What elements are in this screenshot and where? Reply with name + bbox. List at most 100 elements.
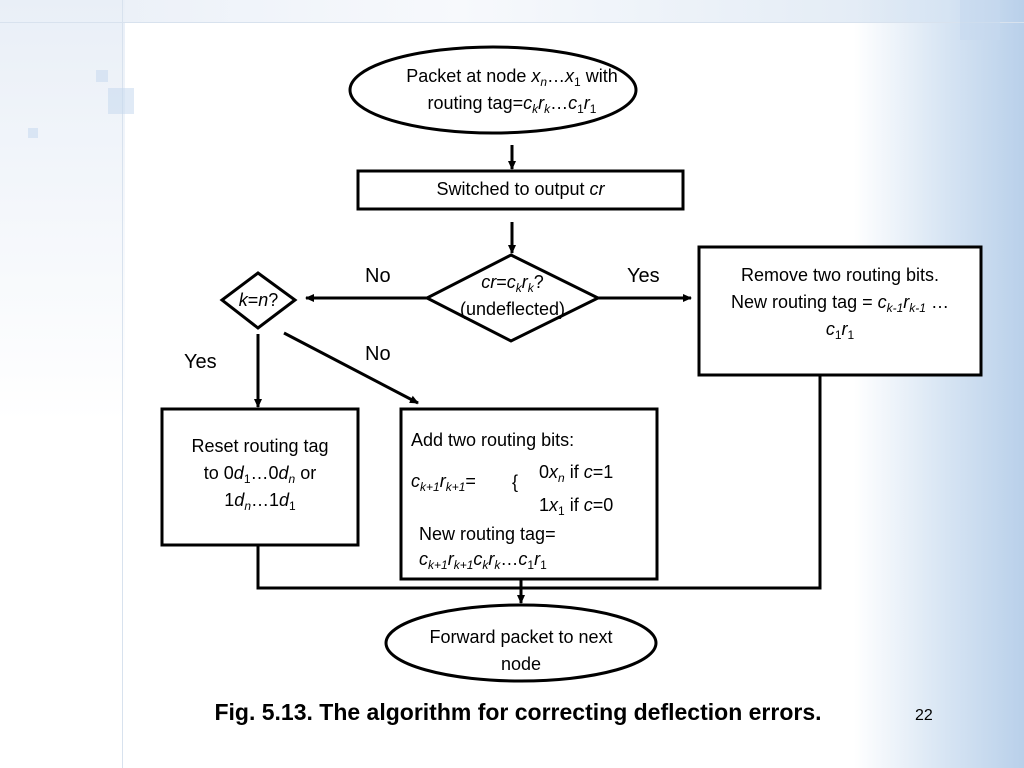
forward-node: Forward packet to next node bbox=[391, 624, 651, 678]
remove-node-shape bbox=[697, 245, 983, 377]
start-node-dots: … bbox=[550, 93, 569, 113]
add-node-text: =1 bbox=[592, 462, 614, 482]
reset-node-text: …1 bbox=[251, 490, 280, 510]
decor-horizontal-line bbox=[0, 22, 1024, 23]
remove-node-var: c bbox=[825, 319, 835, 339]
remove-node-sub: k-1 bbox=[909, 301, 926, 315]
figure-caption: Fig. 5.13. The algorithm for correcting … bbox=[214, 699, 822, 725]
reset-node-text: 1 bbox=[224, 490, 235, 510]
add-node-sub: n bbox=[558, 471, 565, 485]
add-node-lhs: ck+1rk+1= bbox=[411, 468, 501, 495]
start-node-dots: … bbox=[547, 66, 566, 86]
add-node-text: =0 bbox=[592, 495, 614, 515]
remove-node-var: r bbox=[841, 319, 848, 339]
switch-node-text: Switched to output bbox=[436, 179, 590, 199]
add-node-var: c bbox=[419, 549, 428, 569]
remove-node-sub: 1 bbox=[847, 328, 855, 342]
add-node-title: Add two routing bits: bbox=[411, 427, 651, 454]
forward-node-shape bbox=[384, 603, 658, 683]
decor-square bbox=[960, 0, 1000, 40]
add-node-text: Add two routing bits: bbox=[411, 430, 575, 450]
start-node-var: c bbox=[568, 93, 578, 113]
reset-node-var: d bbox=[279, 490, 290, 510]
decision-k: k=n? bbox=[222, 287, 295, 314]
decision-cr: cr=ckrk? (undeflected) bbox=[427, 269, 598, 323]
add-node-var: c bbox=[411, 471, 420, 491]
add-node-var: x bbox=[549, 495, 559, 515]
label-yes-left: Yes bbox=[184, 351, 217, 373]
add-node-var: c bbox=[583, 495, 593, 515]
decision-k-shape bbox=[219, 271, 298, 330]
add-node-case-2: 1x1 if c=0 bbox=[539, 492, 649, 519]
reset-node-sub: 1 bbox=[243, 472, 251, 486]
reset-node-shape bbox=[160, 407, 360, 547]
start-node-text: routing tag= bbox=[427, 93, 524, 113]
reset-node-var: d bbox=[278, 463, 289, 483]
reset-node-var: d bbox=[234, 490, 245, 510]
decision-cr-var: r bbox=[521, 272, 528, 292]
merge-line bbox=[256, 375, 822, 590]
start-node-text: Packet at node bbox=[406, 66, 532, 86]
add-node-sub: k+1 bbox=[428, 558, 448, 572]
start-node-var: x bbox=[565, 66, 575, 86]
reset-node-sub: 1 bbox=[289, 499, 296, 513]
slide-background-right bbox=[854, 0, 1024, 768]
remove-node-dots: … bbox=[925, 292, 949, 312]
reset-node-text: to 0 bbox=[203, 463, 234, 483]
decor-vertical-line bbox=[122, 0, 123, 768]
forward-node-text: Forward packet to next bbox=[429, 627, 613, 647]
remove-node-var: r bbox=[903, 292, 910, 312]
reset-node-sub: n bbox=[244, 499, 251, 513]
add-node-text: if bbox=[564, 462, 584, 482]
switch-node-shape bbox=[356, 169, 685, 211]
decor-square bbox=[96, 70, 108, 82]
remove-node-var: c bbox=[877, 292, 887, 312]
remove-node: Remove two routing bits. New routing tag… bbox=[699, 262, 981, 343]
add-node-var: r bbox=[447, 549, 454, 569]
decision-cr-q: ? bbox=[533, 272, 544, 292]
start-node: Packet at node xn…x1 with routing tag=ck… bbox=[372, 63, 652, 117]
add-node-sub: 1 bbox=[540, 558, 547, 572]
decision-cr-var: c bbox=[506, 272, 516, 292]
add-node-eq: = bbox=[465, 471, 476, 491]
add-node-case-1: 0xn if c=1 bbox=[539, 459, 649, 486]
add-node-sub: k+1 bbox=[445, 480, 466, 494]
decision-cr-sub: k bbox=[527, 281, 534, 295]
decision-cr-eq: = bbox=[496, 272, 507, 292]
add-node-new-tag: New routing tag= ck+1rk+1ckrk…c1r1 bbox=[419, 522, 651, 572]
add-node-sub: 1 bbox=[527, 558, 535, 572]
start-node-text: with bbox=[580, 66, 618, 86]
decision-k-q: ? bbox=[268, 290, 279, 310]
add-node-var: c bbox=[518, 549, 528, 569]
add-node-var: c bbox=[473, 549, 483, 569]
add-node-text: if bbox=[564, 495, 584, 515]
decision-k-var: k bbox=[238, 290, 248, 310]
add-node-sub: k bbox=[494, 558, 501, 572]
start-node-sub: k bbox=[544, 102, 551, 116]
decor-square bbox=[28, 128, 38, 138]
reset-node: Reset routing tag to 0d1…0dn or 1dn…1d1 bbox=[162, 433, 358, 514]
decision-cr-sub: k bbox=[515, 281, 522, 295]
remove-node-text: Remove two routing bits. bbox=[740, 265, 940, 285]
add-node-sub: k+1 bbox=[453, 558, 474, 572]
reset-node-sub: n bbox=[288, 472, 296, 486]
add-node-sub: 1 bbox=[558, 504, 565, 518]
reset-node-text: or bbox=[295, 463, 317, 483]
add-node-sub: k bbox=[482, 558, 489, 572]
start-node-sub: k bbox=[532, 102, 539, 116]
decor-square bbox=[108, 88, 134, 114]
arrow-k-no bbox=[283, 331, 419, 405]
slide-background-left bbox=[0, 0, 125, 768]
decision-cr-text: (undeflected) bbox=[459, 299, 566, 319]
add-node-text: New routing tag= bbox=[419, 524, 556, 544]
remove-node-sub: k-1 bbox=[886, 301, 904, 315]
add-node-var: c bbox=[583, 462, 593, 482]
decision-cr-shape bbox=[423, 253, 602, 343]
brace-glyph: { bbox=[512, 472, 519, 492]
decision-k-eq: = bbox=[247, 290, 259, 310]
forward-node-text: node bbox=[500, 654, 542, 674]
label-yes-right: Yes bbox=[627, 265, 660, 287]
start-node-var: r bbox=[583, 93, 590, 113]
start-node-sub: 1 bbox=[589, 102, 597, 116]
